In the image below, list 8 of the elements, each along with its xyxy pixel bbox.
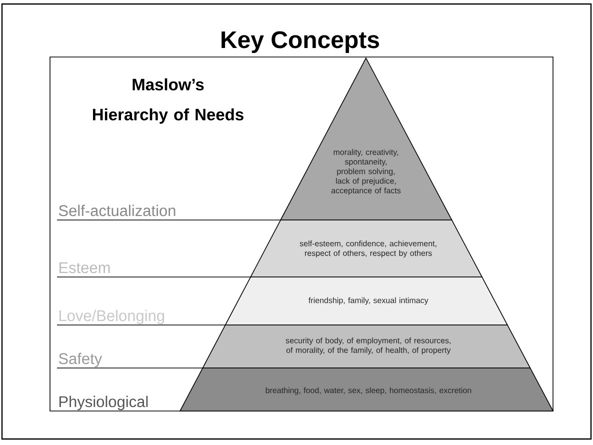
- pyramid-band: security of body, of employment, of resources, of morality, of the family, of health, of property: [202, 324, 531, 368]
- level-label: Physiological: [59, 396, 148, 410]
- level-label: Safety: [58, 352, 102, 368]
- figure-heading: Maslow’s Hierarchy of Needs: [93, 78, 244, 124]
- level-label: Self-actualization: [58, 204, 176, 216]
- slide-title: Key Concepts: [222, 31, 379, 53]
- pyramid-band: friendship, family, sexual intimacy: [224, 276, 508, 326]
- level-label: Esteem: [59, 262, 110, 274]
